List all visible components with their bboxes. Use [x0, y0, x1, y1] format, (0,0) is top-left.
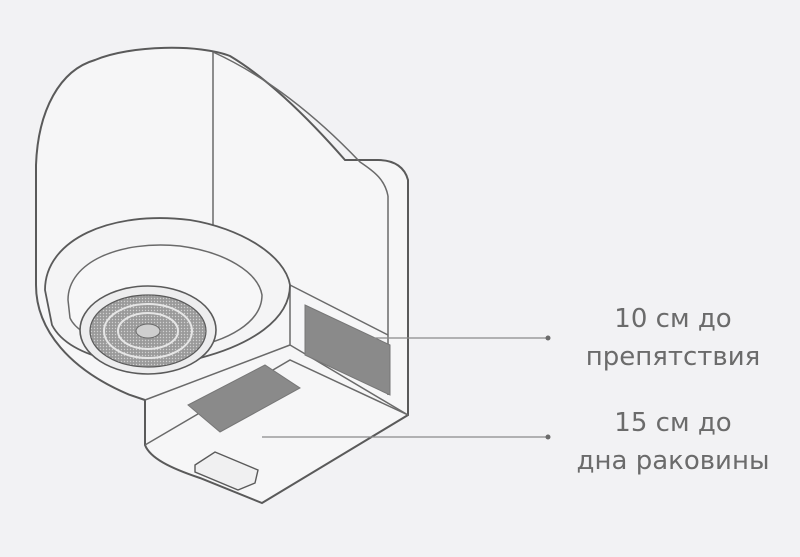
aerator-ring-3: [117, 312, 179, 350]
bottom-tab: [194, 451, 259, 491]
obstacle-sensor-window: [304, 304, 391, 396]
obstacle-leader-dot: [545, 335, 551, 341]
obstacle-distance-line-2: препятствия: [585, 342, 761, 372]
sink-distance-label: 15 см до дна раковины: [558, 404, 788, 480]
base-plate: [144, 359, 409, 446]
top-seam: [212, 51, 389, 197]
sink-distance-line-2: дна раковины: [576, 446, 770, 476]
obstacle-distance-line-1: 10 см до: [614, 304, 732, 334]
sink-leader-dot: [545, 434, 551, 440]
sink-distance-line-1: 15 см до: [614, 408, 732, 438]
aerator-ring-2: [103, 303, 193, 359]
front-face-edge: [144, 284, 409, 416]
aerator-center: [135, 323, 161, 339]
sink-sensor-window: [187, 364, 301, 433]
obstacle-distance-label: 10 см до препятствия: [558, 300, 788, 376]
